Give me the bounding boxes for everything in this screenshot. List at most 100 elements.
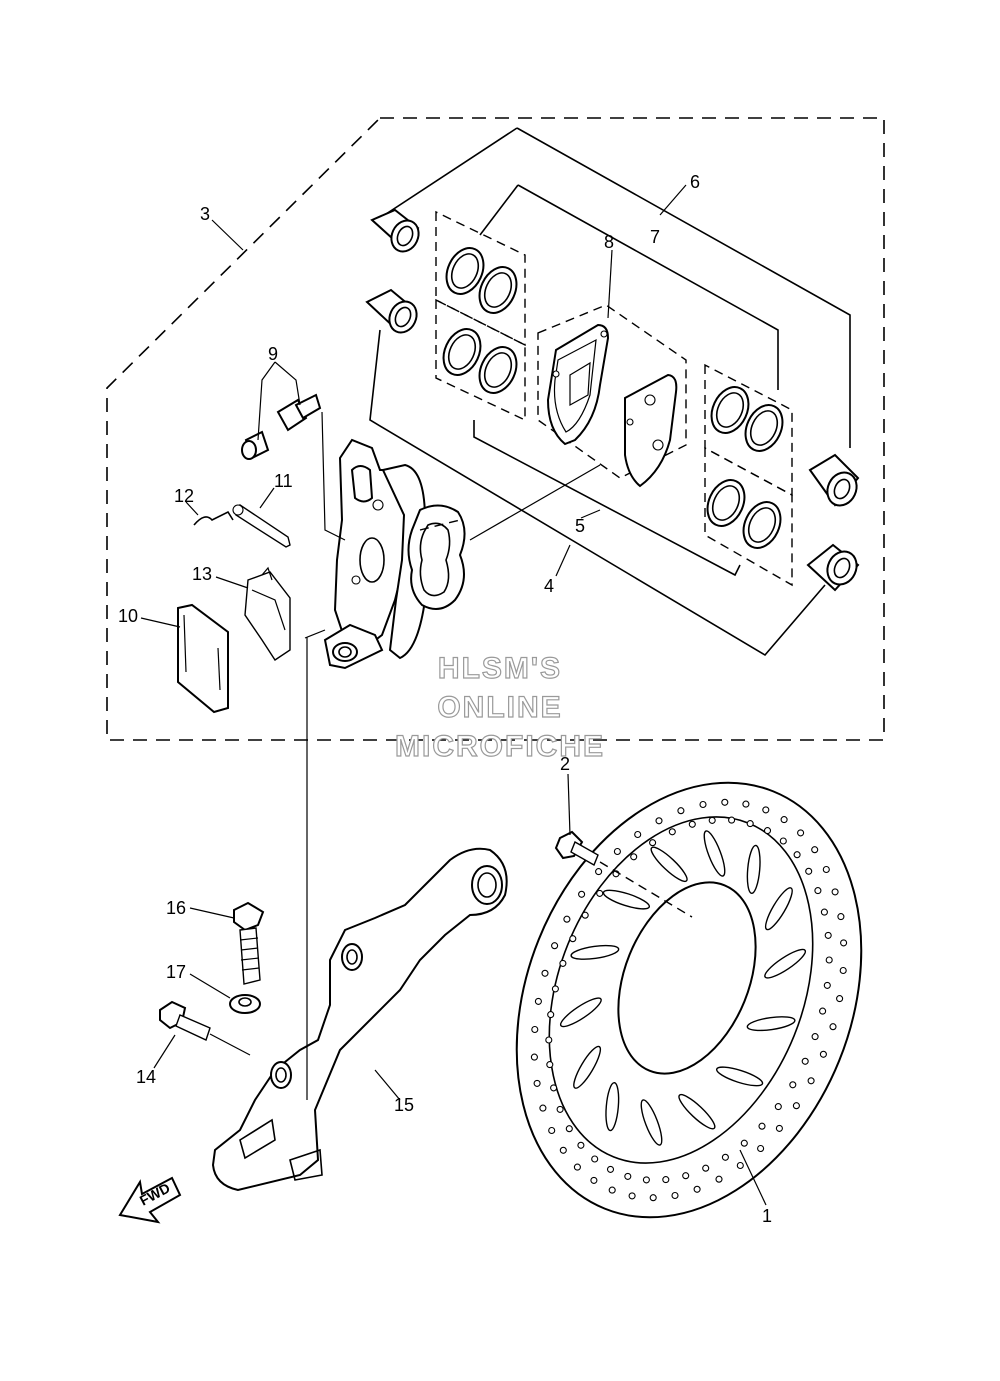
disc-hole	[578, 890, 586, 898]
callout-4: 4	[544, 576, 554, 596]
disc-hole	[779, 837, 787, 845]
disc-hole	[559, 1146, 567, 1154]
disc-hole	[573, 1163, 581, 1171]
disc-hole	[596, 889, 604, 897]
link-line-5b	[469, 464, 601, 541]
bleed-screw-lead	[321, 411, 346, 541]
piston-seals-lower-left	[442, 328, 518, 394]
disc-hole	[793, 851, 801, 859]
disc-slot	[746, 1016, 796, 1032]
disc-hole	[556, 1105, 564, 1113]
disc-hole	[736, 1161, 744, 1170]
disc-perforation-holes	[530, 798, 848, 1202]
disc-hole	[606, 1165, 615, 1173]
callout-14: 14	[136, 1067, 156, 1087]
disc-slots	[559, 830, 807, 1146]
disc-hole	[820, 908, 828, 916]
disc-hole	[805, 867, 813, 875]
washer-17	[229, 994, 261, 1014]
disc-hole	[634, 830, 642, 839]
seal-kit-outline	[516, 127, 851, 448]
piston-upper-right	[808, 453, 860, 507]
disc-hole	[831, 888, 839, 896]
disc-hole	[688, 820, 696, 828]
callout-6: 6	[690, 172, 700, 192]
disc-hole	[822, 865, 830, 874]
piston-seal-outline-left	[479, 184, 519, 236]
disc-slot	[605, 1081, 620, 1132]
disc-hole	[655, 817, 663, 825]
callout-17: 17	[166, 962, 186, 982]
brake-disc	[515, 781, 863, 1219]
pad-set-box	[537, 304, 687, 479]
disc-hole	[746, 820, 754, 828]
callout-3: 3	[200, 204, 210, 224]
disc-hole	[677, 807, 685, 815]
disc-hole	[780, 816, 788, 824]
disc-hole	[823, 981, 831, 989]
disc-hole	[819, 1007, 827, 1015]
callout-10: 10	[118, 606, 138, 626]
callout-1: 1	[762, 1206, 772, 1226]
disc-hole	[811, 1033, 819, 1041]
disc-hole	[829, 1023, 837, 1031]
disc-slot	[746, 844, 761, 895]
disc-slot	[559, 997, 602, 1028]
disc-hole	[565, 1125, 573, 1133]
alignment-line-bracket-2	[304, 629, 326, 639]
disc-hole	[721, 798, 729, 806]
bolt-14-lead	[209, 1033, 251, 1056]
disc-hole	[825, 956, 833, 964]
callout-2: 2	[560, 754, 570, 774]
disc-hole	[836, 995, 844, 1003]
disc-hole	[839, 966, 847, 975]
watermark-line-2: ONLINE	[437, 691, 562, 724]
callout-11: 11	[274, 471, 293, 491]
disc-hole	[682, 1172, 690, 1180]
disc-hole	[792, 1102, 800, 1110]
disc-hole	[569, 935, 577, 943]
disc-bolt	[554, 830, 599, 867]
disc-hole	[814, 887, 822, 895]
disc-hole	[649, 1194, 657, 1202]
callout-leaders	[140, 184, 767, 1206]
link-line-4	[369, 329, 826, 657]
disc-slot	[678, 1093, 716, 1130]
seal-group-box-d	[704, 446, 793, 587]
mounting-bolt-16	[233, 901, 265, 985]
disc-hole	[797, 829, 805, 837]
disc-slot	[650, 846, 688, 883]
pad-spring	[244, 566, 291, 661]
seal-kit-outline-left	[379, 127, 518, 219]
disc-hole	[740, 1139, 748, 1147]
disc-hole	[534, 997, 542, 1005]
disc-hole	[608, 1186, 616, 1194]
brake-pad-left	[546, 323, 610, 446]
disc-slot	[570, 944, 620, 960]
disc-hole	[551, 985, 559, 993]
callout-7: 7	[650, 227, 660, 247]
disc-hole	[693, 1185, 701, 1193]
disc-hole	[801, 1057, 809, 1065]
callout-5: 5	[575, 516, 585, 536]
seal-group-box-b	[435, 298, 526, 422]
disc-hole	[624, 1172, 632, 1180]
callout-8: 8	[604, 232, 614, 252]
disc-slot	[640, 1099, 663, 1146]
disc-hole	[774, 1103, 782, 1111]
disc-hole	[668, 828, 676, 836]
piston-lower-right	[806, 543, 860, 592]
disc-hole	[819, 1050, 827, 1058]
mounting-bolt-14	[159, 1000, 211, 1041]
disc-hole	[550, 1084, 558, 1092]
link-line-5	[473, 420, 741, 577]
disc-hole	[757, 1144, 765, 1153]
piston-seals-lower-right	[706, 479, 782, 549]
piston-lower-left	[365, 288, 418, 334]
bleed-cap	[241, 430, 270, 460]
disc-slot	[715, 1066, 764, 1087]
disc-hole	[559, 959, 567, 967]
disc-slot	[602, 889, 651, 910]
bleed-screw	[276, 393, 322, 432]
callout-9: 9	[268, 344, 278, 364]
